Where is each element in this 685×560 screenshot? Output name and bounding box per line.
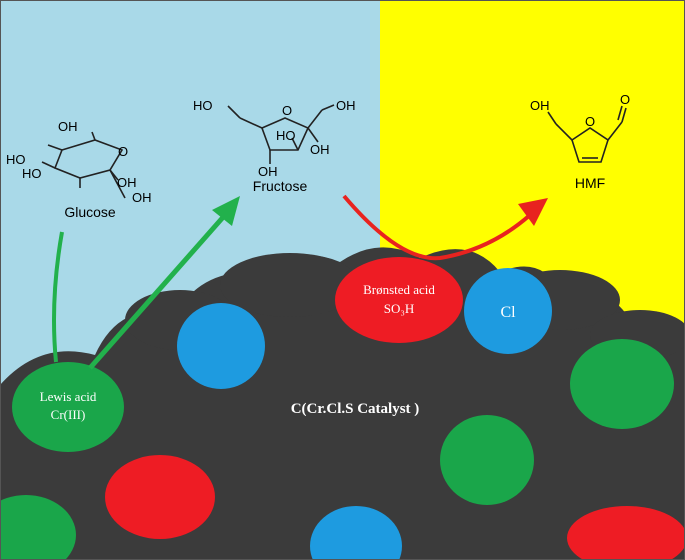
svg-text:OH: OH (530, 98, 550, 113)
particle-green (570, 339, 674, 429)
svg-text:OH: OH (310, 142, 330, 157)
bronsted-acid-label: Brønsted acid (363, 282, 435, 297)
arrowhead-green (212, 196, 240, 226)
particle-blue (310, 506, 402, 560)
svg-text:OH: OH (132, 190, 152, 205)
reaction-arrows (52, 194, 548, 370)
particle-green (0, 495, 76, 560)
particle-red (105, 455, 215, 539)
catalyst-label: C(Cr.Cl.S Catalyst ) (291, 401, 420, 417)
hmf-structure (547, 105, 627, 163)
hmf-labels: OH O O (530, 92, 630, 129)
svg-text:O: O (585, 114, 595, 129)
glucose-name: Glucose (64, 204, 116, 220)
arrowhead-red (518, 198, 548, 226)
particle-red (567, 506, 685, 560)
glucose-structure (41, 131, 126, 199)
arrow-glucose-to-lewis (52, 231, 64, 363)
chloride-site: Cl (464, 268, 552, 354)
svg-text:OH: OH (258, 164, 278, 179)
svg-text:HO: HO (276, 128, 296, 143)
fructose-name: Fructose (253, 178, 308, 194)
chloride-label: Cl (500, 304, 516, 321)
svg-text:O: O (620, 92, 630, 107)
hmf-name: HMF (575, 175, 605, 191)
svg-text:O: O (118, 144, 128, 159)
bronsted-acid-site: Brønsted acid SO₃H (335, 257, 463, 343)
svg-text:OH: OH (336, 98, 356, 113)
svg-text:OH: OH (58, 119, 78, 134)
lewis-acid-metal: Cr(III) (51, 407, 86, 422)
bronsted-acid-group: SO₃H (384, 301, 415, 316)
fructose-structure (227, 104, 335, 164)
lewis-acid-label: Lewis acid (40, 389, 97, 404)
particle-green (440, 415, 534, 505)
svg-text:HO: HO (22, 166, 42, 181)
lewis-acid-site: Lewis acid Cr(III) (12, 362, 124, 452)
svg-text:OH: OH (117, 175, 137, 190)
particle-blue (177, 303, 265, 389)
arrow-fructose-to-hmf (342, 194, 532, 261)
glucose-labels: OH HO HO OH OH O (6, 119, 152, 205)
svg-text:HO: HO (6, 152, 26, 167)
arrow-lewis-to-fructose (88, 213, 227, 370)
fructose-labels: HO OH HO OH OH O (193, 98, 356, 179)
svg-text:HO: HO (193, 98, 213, 113)
particles (0, 303, 685, 560)
svg-text:O: O (282, 103, 292, 118)
